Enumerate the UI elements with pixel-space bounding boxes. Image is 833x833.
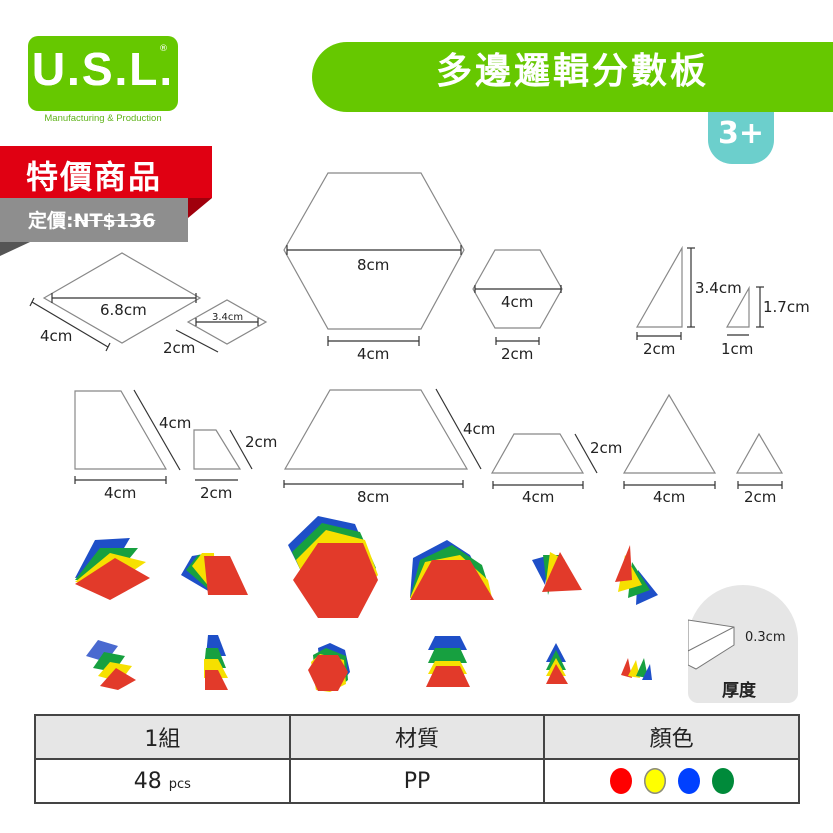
right-trapezoid-small-stack — [204, 635, 228, 690]
logo-text: U.S.L. — [31, 43, 175, 95]
dim-triangle-small-base: 2cm — [744, 488, 777, 506]
logo-tagline: Manufacturing & Production — [44, 113, 162, 124]
right-trapezoid-small-outline — [193, 429, 242, 470]
sale-ribbon: 特價商品 — [0, 146, 212, 198]
price-prefix: 定價: — [28, 210, 74, 232]
triangle-large-outline — [622, 393, 717, 474]
dim-right-trapezoid-large-base: 4cm — [104, 484, 137, 502]
hexagon-small-stack — [308, 643, 350, 692]
price-ribbon: 定價:NT$136 — [0, 198, 188, 242]
ribbon-fold — [188, 198, 212, 218]
dim-right-triangle-large-base: 2cm — [643, 340, 676, 358]
dim-rhombus-large-side: 4cm — [40, 327, 73, 345]
shape-diagrams — [29, 172, 784, 489]
rhombus-small-stack — [86, 640, 136, 690]
dim-right-trapezoid-small-slant: 2cm — [245, 433, 278, 451]
dim-right-trapezoid-large-slant: 4cm — [159, 414, 192, 432]
quantity-number: 48 — [133, 768, 162, 794]
color-dot-yellow — [643, 768, 666, 794]
trapezoid-small-outline — [490, 433, 585, 474]
dim-right-triangle-small-height: 1.7cm — [763, 298, 810, 316]
dim-right-triangle-small-base: 1cm — [721, 340, 754, 358]
spec-value-row: 48 pcs PP — [34, 758, 800, 804]
rhombus-small-outline — [186, 299, 268, 345]
dim-hexagon-small-side: 2cm — [501, 345, 534, 363]
trapezoid-large-outline — [283, 389, 469, 470]
dim-trapezoid-small-base: 4cm — [522, 488, 555, 506]
dim-right-triangle-large-height: 3.4cm — [695, 279, 742, 297]
dim-rhombus-small-diagonal: 3.4cm — [212, 312, 244, 323]
header-set: 1組 — [34, 714, 291, 760]
dim-right-trapezoid-small-base: 2cm — [200, 484, 233, 502]
right-trapezoid-large-outline — [74, 390, 168, 470]
dim-trapezoid-small-slant: 2cm — [590, 439, 623, 457]
product-title: 多邊邏輯分數板 — [435, 51, 709, 92]
right-trapezoid-large-stack — [181, 553, 248, 595]
usl-logo: U.S.L. ® — [28, 36, 178, 111]
dim-hexagon-large-side: 4cm — [357, 345, 390, 363]
triangle-large-stack — [532, 552, 582, 595]
thickness-value: 0.3cm — [745, 630, 786, 645]
dim-triangle-large-base: 4cm — [653, 488, 686, 506]
rhombus-large-stack — [75, 538, 150, 600]
header-material: 材質 — [288, 714, 546, 760]
product-pieces-photo — [75, 516, 658, 692]
thickness-badge — [688, 585, 798, 703]
header-color: 顏色 — [543, 714, 800, 760]
hexagon-large-stack — [288, 516, 378, 618]
dim-hexagon-small-width: 4cm — [501, 293, 534, 311]
price-value: NT$136 — [73, 210, 156, 232]
triangle-small-stack — [546, 643, 568, 684]
rhombus-large-outline — [42, 252, 202, 344]
hexagon-large-outline — [283, 172, 465, 330]
thickness-label: 厚度 — [722, 681, 756, 701]
color-dot-green — [711, 768, 734, 794]
dim-trapezoid-large-base: 8cm — [357, 488, 390, 506]
right-triangle-large-stack — [615, 545, 658, 605]
triangle-small-outline — [735, 432, 784, 474]
trapezoid-small-stack — [426, 636, 470, 687]
age-badge: 3+ — [708, 112, 774, 164]
spec-header-row: 1組 材質 顏色 — [34, 714, 800, 760]
registered-mark: ® — [159, 44, 168, 54]
dim-trapezoid-large-slant: 4cm — [463, 420, 496, 438]
right-triangle-small-stack — [621, 658, 652, 680]
dim-rhombus-large-diagonal: 6.8cm — [100, 301, 147, 319]
right-triangle-small-outline — [725, 285, 750, 328]
quantity-cell: 48 pcs — [34, 758, 291, 804]
dim-hexagon-large-width: 8cm — [357, 256, 390, 274]
list-price: 定價:NT$136 — [28, 206, 155, 233]
material-cell: PP — [288, 758, 546, 804]
thickness-diagram-icon — [688, 619, 735, 670]
price-ribbon-fold — [0, 242, 30, 256]
color-dot-blue — [677, 768, 700, 794]
age-badge-text: 3+ — [717, 116, 764, 151]
right-triangle-large-outline — [635, 245, 683, 328]
dim-rhombus-small-side: 2cm — [163, 339, 196, 357]
quantity-unit: pcs — [168, 776, 191, 792]
sale-label: 特價商品 — [26, 158, 163, 196]
trapezoid-large-stack — [410, 540, 494, 600]
color-dot-red — [609, 768, 632, 794]
color-cell — [543, 758, 800, 804]
title-bar: 多邊邏輯分數板 — [312, 42, 833, 112]
spec-table: 1組 材質 顏色 48 pcs PP — [34, 714, 800, 804]
hexagon-small-outline — [472, 249, 563, 329]
